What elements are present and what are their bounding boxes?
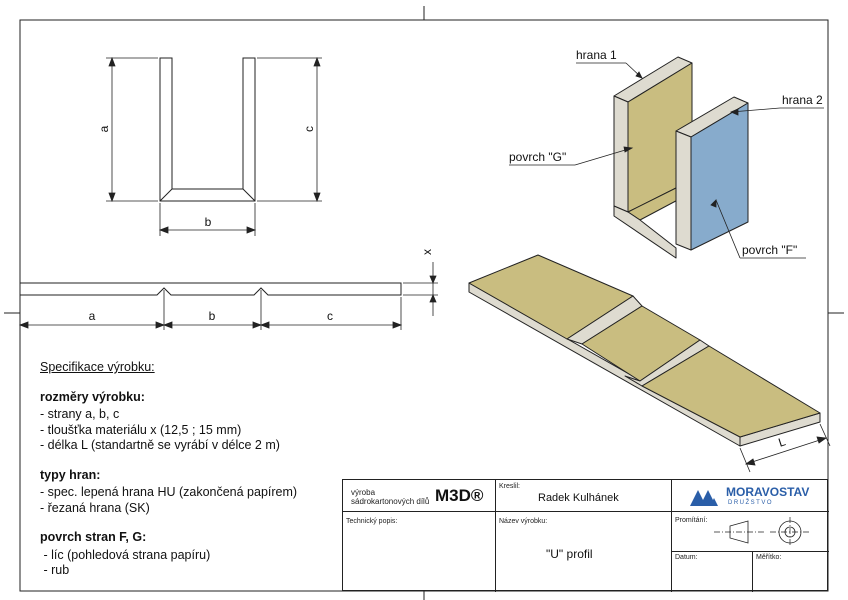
title-block: výroba sádrokartonových dílů M3D® Kresli… [342,479,829,592]
spec-heading: rozměry výrobku: [40,389,145,404]
company-sub: DRUŽSTVO [728,500,773,506]
company-cell: MORAVOSTAV DRUŽSTVO [672,480,829,512]
spec-heading: typy hran: [40,467,101,482]
projection-symbol-icon [714,517,810,547]
unfolded-strip [19,282,402,296]
spec-item: - spec. lepená hrana HU (zakončená papír… [40,485,298,499]
dim-label-x: x [420,249,434,255]
spec-heading: povrch stran F, G: [40,530,147,544]
scale-label: Měřítko: [756,554,782,561]
dimension-c-front [257,56,322,203]
u-profile-isometric [613,56,749,259]
groove-2 [624,339,710,387]
dimension-x-strip [403,262,438,316]
drew-cell: Kreslil: Radek Kulhánek [496,480,672,512]
company-name: MORAVOSTAV [726,485,810,499]
dim-label-b-front: b [205,215,212,229]
product-cell: Název výrobku: "U" profil [496,512,672,592]
moravostav-logo-icon [690,490,718,506]
spec-item: - řezaná hrana (SK) [40,500,150,515]
panel-c [641,345,821,438]
dim-label-b-strip: b [209,309,216,323]
projection-label: Promítání: [675,517,708,524]
dim-label-L: L [777,434,788,449]
strip-isometric [468,254,821,447]
dim-label-c-front: c [302,126,316,132]
drew-name: Radek Kulhánek [538,492,619,504]
label-povrch-g: povrch "G" [509,150,566,164]
leader-lines [509,62,824,259]
tech-label: Technický popis: [346,518,398,525]
maker-line1: výroba [351,488,376,497]
spec-item: - rub [40,563,70,577]
maker-line2: sádrokartonových dílů [351,497,430,506]
dim-label-c-strip: c [327,309,333,323]
specification-block: Specifikace výrobku: rozměry výrobku: - … [40,360,297,579]
label-hrana-2: hrana 2 [782,93,823,107]
dim-label-a-strip: a [89,309,96,323]
label-povrch-f: povrch "F" [742,243,797,257]
label-hrana-1: hrana 1 [576,48,617,62]
date-cell: Datum: [672,552,753,592]
dimension-L [739,423,831,473]
spec-section-surfaces: povrch stran F, G: - líc (pohledová stra… [40,530,297,579]
dim-label-a-front: a [97,125,111,132]
maker-cell: výroba sádrokartonových dílů M3D® [343,480,496,512]
dimension-a-front [106,56,158,203]
projection-cell: Promítání: [672,512,829,552]
back-wall-side [613,95,629,213]
date-label: Datum: [675,554,698,561]
drew-label: Kreslil: [499,483,521,490]
spec-title: Specifikace výrobku: [40,360,155,374]
product-name: "U" profil [546,547,593,561]
spec-item: - tloušťka materiálu x (12,5 ; 15 mm) [40,422,242,437]
spec-item: - délka L (standartně se vyrábí v délce … [40,438,280,452]
scale-cell: Měřítko: [753,552,829,592]
u-profile-front-view [159,57,256,202]
front-wall-side [675,130,692,251]
spec-section-edges: typy hran: - spec. lepená hrana HU (zako… [40,468,297,517]
tech-cell: Technický popis: [343,512,496,592]
spec-section-dimensions: rozměry výrobku: - strany a, b, c - tlou… [40,390,297,454]
bottom-front-edge [613,205,677,259]
dimension-b-front [158,203,257,236]
product-label: Název výrobku: [499,518,548,525]
spec-item: - líc (pohledová strana papíru) [40,547,211,562]
dimension-abc-strip [18,290,403,330]
m3d-logo: M3D® [435,486,484,505]
spec-item: - strany a, b, c [40,407,120,421]
